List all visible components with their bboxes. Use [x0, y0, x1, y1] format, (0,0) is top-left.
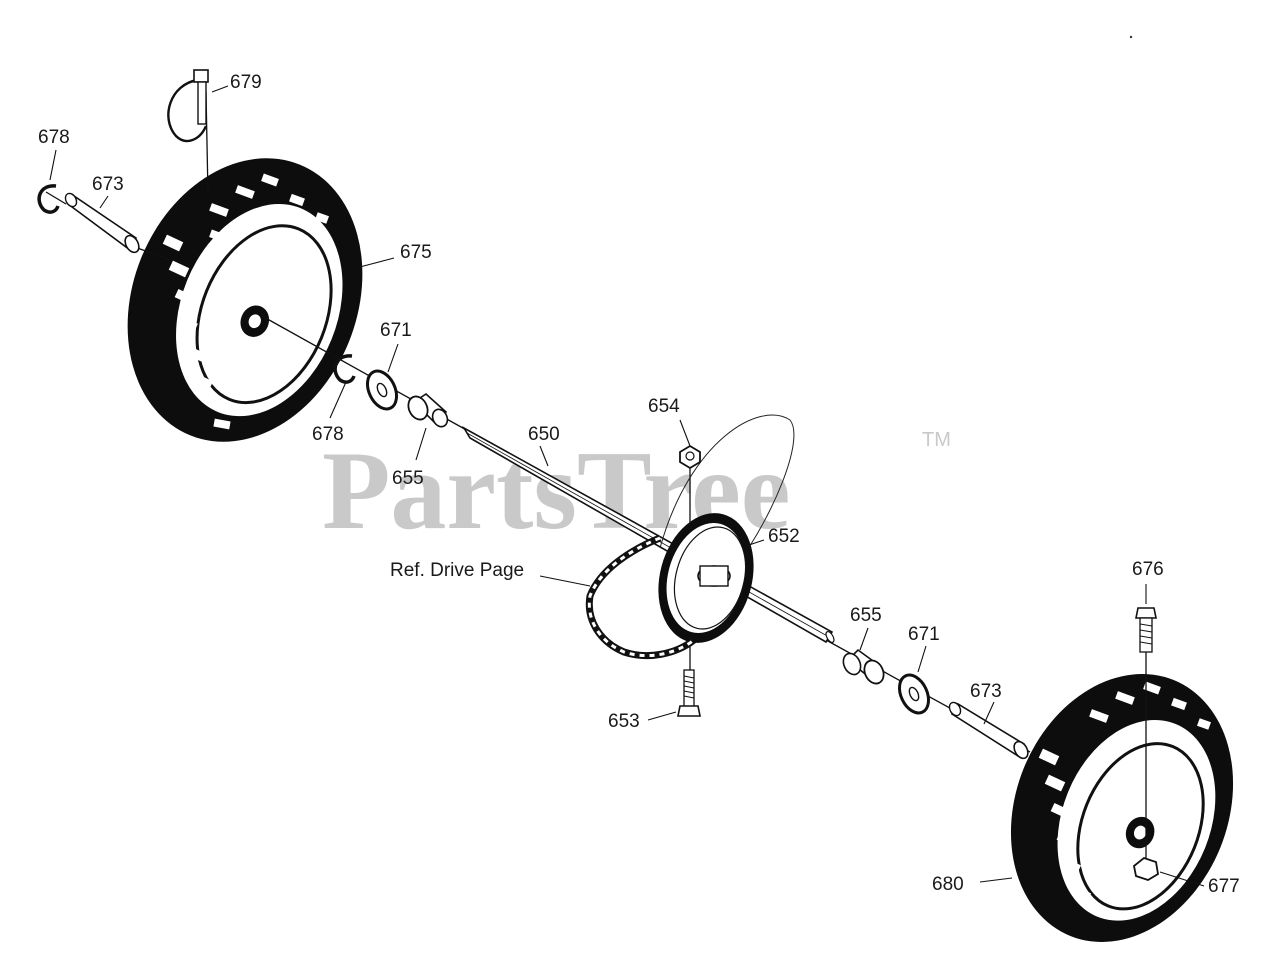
label-675[interactable]: 675: [400, 242, 432, 263]
e-clip-678-bottom: [333, 354, 356, 384]
drive-chain: [585, 534, 697, 660]
left-wheel-assembly: [127, 158, 363, 442]
bolt-653: [677, 669, 701, 717]
bolt-676: [1135, 607, 1157, 653]
leader-lines: [49, 85, 1205, 887]
label-680[interactable]: 680: [932, 874, 964, 895]
label-655-right[interactable]: 655: [850, 605, 882, 626]
label-677[interactable]: 677: [1208, 876, 1240, 897]
label-673-right[interactable]: 673: [970, 681, 1002, 702]
bushing-655-right: [842, 648, 885, 685]
spacer-673-left: [64, 192, 140, 254]
nut-677: [1133, 856, 1159, 881]
label-676[interactable]: 676: [1132, 559, 1164, 580]
washer-671-left: [365, 369, 399, 411]
right-wheel-assembly: [1010, 674, 1234, 942]
nut-654: [679, 444, 701, 470]
e-clip-678-top: [37, 184, 60, 214]
spacer-673-right: [948, 701, 1029, 760]
label-679[interactable]: 679: [230, 72, 262, 93]
label-655-left[interactable]: 655: [392, 468, 424, 489]
label-ref-drive-page[interactable]: Ref. Drive Page: [390, 560, 524, 581]
washer-671-right: [897, 673, 931, 715]
label-652[interactable]: 652: [768, 526, 800, 547]
part-labels: 679 678 673 675 671 678 655 650 654 652 …: [38, 72, 1240, 897]
speck-dot: [1129, 35, 1133, 39]
label-650[interactable]: 650: [528, 424, 560, 445]
label-673-left[interactable]: 673: [92, 174, 124, 195]
bushing-655-left: [407, 392, 449, 428]
watermark-trademark: TM: [922, 429, 951, 451]
label-653[interactable]: 653: [608, 711, 640, 732]
lynch-pin-679: [167, 69, 209, 143]
label-678-bottom[interactable]: 678: [312, 424, 344, 445]
label-671-right[interactable]: 671: [908, 624, 940, 645]
sprocket-652: [658, 513, 754, 643]
label-654[interactable]: 654: [648, 396, 680, 417]
label-671-left[interactable]: 671: [380, 320, 412, 341]
label-678-top[interactable]: 678: [38, 127, 70, 148]
